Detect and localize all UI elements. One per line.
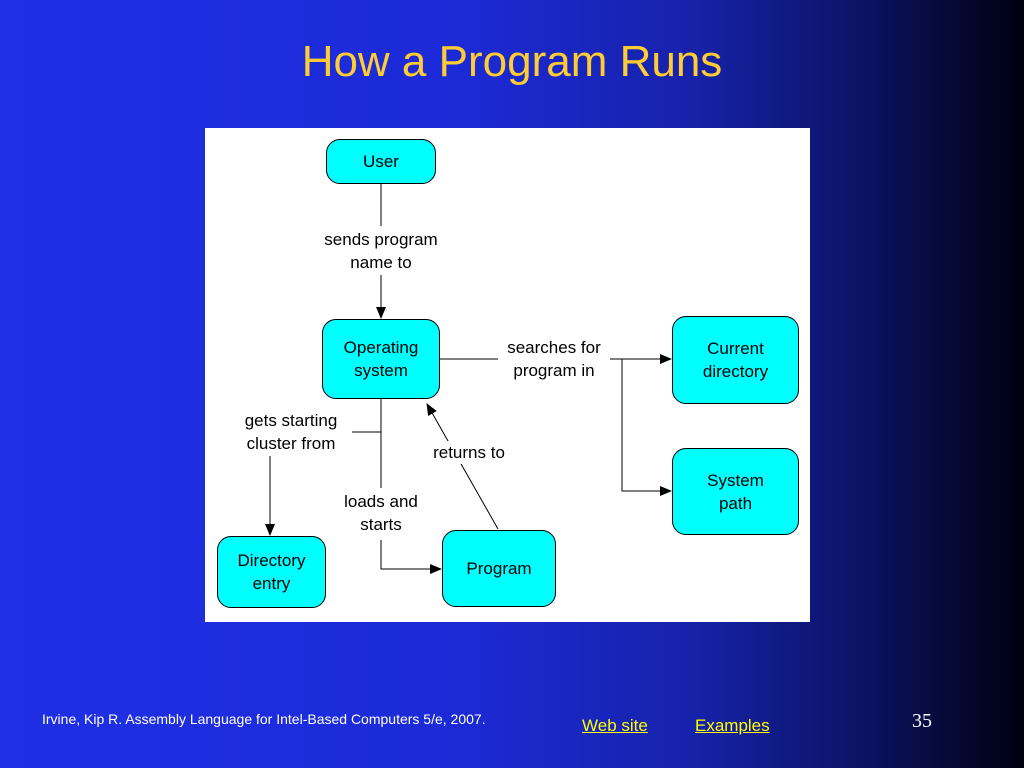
connector-lines [265,184,672,574]
edge-program-to-os [426,403,499,530]
node-current-directory: Current directory [672,316,799,404]
node-operating-system: Operating system [322,319,440,399]
node-program: Program [442,530,556,607]
label-sends-program-name: sends program name to [311,228,451,274]
slide-title: How a Program Runs [301,37,723,86]
label-returns-to: returns to [423,441,515,464]
node-user: User [326,139,436,184]
node-directory-entry: Directory entry [217,536,326,608]
citation: Irvine, Kip R. Assembly Language for Int… [42,711,486,727]
label-gets-starting-cluster: gets starting cluster from [231,409,351,455]
examples-link[interactable]: Examples [695,716,770,735]
label-searches-for-program: searches for program in [498,336,610,382]
edge-loads-to-program [380,540,442,574]
label-loads-and-starts: loads and starts [331,490,431,536]
web-site-link[interactable]: Web site [582,716,648,735]
page-number: 35 [912,710,932,732]
edge-search-to-path [621,359,672,496]
node-system-path: System path [672,448,799,535]
flow-diagram: User Operating system Current directory … [205,128,810,622]
